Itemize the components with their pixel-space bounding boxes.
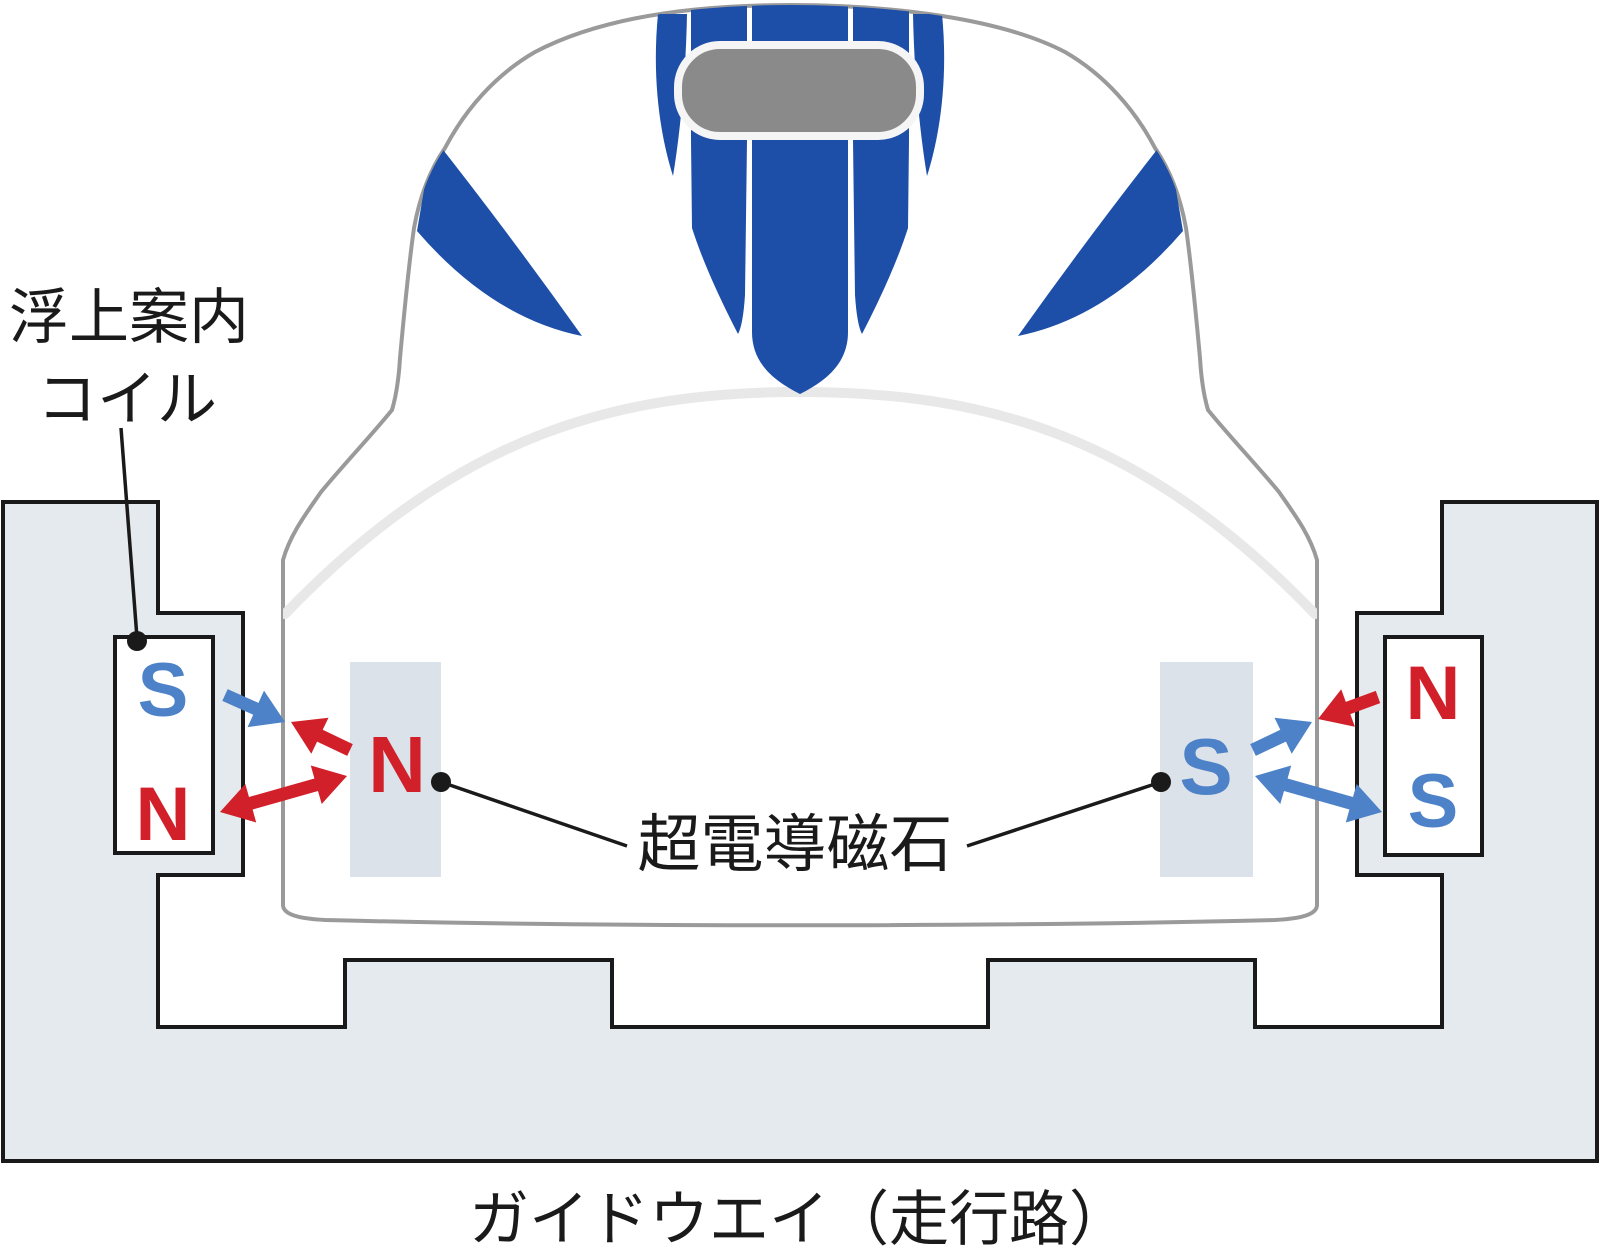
arrow-left-repulsion-N-N [220, 765, 347, 823]
cab-window [674, 41, 924, 140]
leader-dot-magnet-left [431, 772, 451, 792]
superconducting-magnet-label: 超電導磁石 [638, 810, 953, 880]
arrow-right-repulsion-S-S [1255, 765, 1382, 823]
right-coil-pole-top: N [1406, 651, 1461, 736]
train-body [281, 2, 1319, 928]
swoosh-right [1018, 137, 1183, 336]
levitation-coil-left [113, 635, 215, 855]
leader-magnet-right [966, 780, 1162, 848]
left-coil-pole-bottom: N [136, 772, 191, 857]
nose-stripe-center [752, 140, 848, 394]
levitation-coil-label-line1: 浮上案内 [9, 284, 249, 351]
leader-magnet-left [440, 780, 628, 848]
left-coil-pole-top: S [138, 648, 189, 733]
nose-stripe-right [853, 140, 909, 334]
guideway-caption: ガイドウエイ（走行路） [469, 1186, 1129, 1251]
crescent-left [655, 14, 687, 176]
swoosh-left [417, 137, 582, 336]
arrow-left-attraction-from-coil-S [222, 689, 285, 728]
arrow-right-attraction-from-magnet-S [1250, 717, 1312, 756]
levitation-coil-label-line2: コイル [37, 366, 217, 433]
train-outline [281, 2, 1319, 928]
right-magnet-pole: S [1179, 722, 1232, 811]
train-magnet-right [1160, 662, 1253, 877]
guideway-shape [1, 500, 1599, 1163]
right-coil-pole-bottom: S [1408, 759, 1459, 844]
arrow-left-attraction-from-magnet-N [291, 717, 353, 756]
train-magnet-left [350, 662, 441, 877]
leader-coil-label [119, 427, 139, 639]
force-arrows [220, 689, 1382, 823]
left-magnet-pole: N [368, 720, 426, 809]
crescent-right [913, 14, 945, 176]
leader-dot-magnet-right [1151, 772, 1171, 792]
leader-dot-coil [127, 631, 147, 651]
levitation-coil-right [1383, 635, 1484, 857]
nose-stripe-left [691, 140, 747, 334]
arrow-right-attraction-from-coil-N [1318, 689, 1381, 727]
